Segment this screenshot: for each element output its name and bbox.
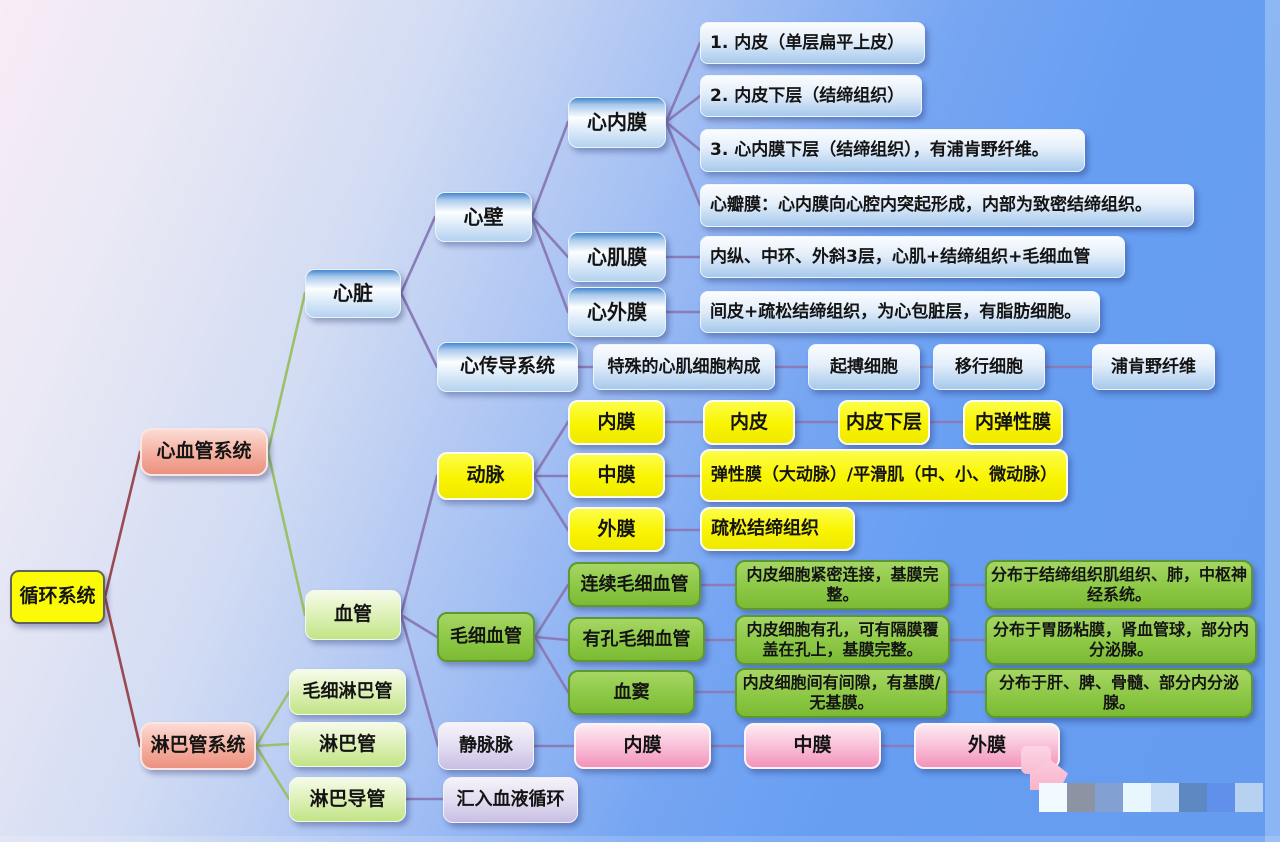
desc-artery-media: 弹性膜（大动脉）/平滑肌（中、小、微动脉） bbox=[700, 449, 1068, 502]
dist-fenestrated-capillary: 分布于胃肠粘膜，肾血管球，部分内分泌腺。 bbox=[985, 615, 1257, 665]
desc-sinusoid: 内皮细胞间有间隙，有基膜/无基膜。 bbox=[735, 668, 948, 718]
desc-endothelium: 1. 内皮（单层扁平上皮） bbox=[700, 22, 925, 64]
node-blood-vessels: 血管 bbox=[305, 590, 401, 640]
node-artery-adventitia: 外膜 bbox=[568, 507, 665, 552]
node-endothelium: 内皮 bbox=[703, 400, 795, 445]
node-lymphatic-capillary: 毛细淋巴管 bbox=[289, 669, 406, 715]
node-subendothelial-layer: 内皮下层 bbox=[838, 400, 930, 445]
node-transitional-cells: 移行细胞 bbox=[933, 344, 1045, 390]
node-lymphatic-vessel: 淋巴管 bbox=[289, 722, 406, 767]
node-capillary: 毛细血管 bbox=[437, 612, 535, 662]
node-epicardium: 心外膜 bbox=[568, 287, 666, 337]
mosaic-cell bbox=[1207, 783, 1235, 812]
node-vein-media: 中膜 bbox=[744, 723, 881, 769]
desc-conduction-composition: 特殊的心肌细胞构成 bbox=[593, 344, 775, 390]
desc-myocardium: 内纵、中环、外斜3层，心肌+结缔组织+毛细血管 bbox=[700, 236, 1125, 278]
dist-continuous-capillary: 分布于结缔组织肌组织、肺，中枢神经系统。 bbox=[985, 560, 1253, 610]
node-conduction-system: 心传导系统 bbox=[437, 342, 578, 392]
node-sinusoid: 血窦 bbox=[568, 670, 695, 715]
desc-fenestrated-capillary: 内皮细胞有孔，可有隔膜覆盖在孔上，基膜完整。 bbox=[735, 615, 950, 665]
mosaic-cell bbox=[1151, 783, 1179, 812]
node-myocardium: 心肌膜 bbox=[568, 232, 666, 282]
node-heart: 心脏 bbox=[305, 269, 401, 318]
desc-epicardium: 间皮+疏松结缔组织，为心包脏层，有脂肪细胞。 bbox=[700, 291, 1100, 333]
node-heart-wall: 心壁 bbox=[435, 192, 532, 242]
desc-heart-valve: 心瓣膜：心内膜向心腔内突起形成，内部为致密结缔组织。 bbox=[700, 184, 1194, 227]
desc-lymphatic-duct: 汇入血液循环 bbox=[443, 777, 578, 823]
node-circulatory-system: 循环系统 bbox=[10, 570, 105, 624]
node-vein: 静脉脉 bbox=[438, 722, 534, 770]
mosaic-cell bbox=[1095, 783, 1123, 812]
node-internal-elastic-membrane: 内弹性膜 bbox=[963, 400, 1063, 445]
node-pacemaker-cells: 起搏细胞 bbox=[808, 344, 920, 390]
mosaic-cell bbox=[1123, 783, 1151, 812]
dist-sinusoid: 分布于肝、脾、骨髓、部分内分泌腺。 bbox=[985, 668, 1253, 718]
node-endocardium: 心内膜 bbox=[568, 97, 666, 148]
node-lymphatic-duct: 淋巴导管 bbox=[289, 777, 406, 822]
desc-artery-adventitia: 疏松结缔组织 bbox=[700, 507, 855, 551]
node-cardiovascular-system: 心血管系统 bbox=[140, 428, 268, 476]
node-vein-intima: 内膜 bbox=[574, 723, 711, 769]
node-continuous-capillary: 连续毛细血管 bbox=[568, 562, 701, 607]
node-fenestrated-capillary: 有孔毛细血管 bbox=[568, 617, 705, 662]
watermark-mosaic bbox=[1039, 783, 1263, 812]
background-right-strip bbox=[1265, 0, 1280, 842]
desc-subendocardial-layer: 3. 心内膜下层（结缔组织），有浦肯野纤维。 bbox=[700, 129, 1085, 172]
mosaic-cell bbox=[1039, 783, 1067, 812]
node-purkinje-fibers: 浦肯野纤维 bbox=[1092, 344, 1215, 390]
background-bottom-strip bbox=[0, 836, 1280, 842]
mosaic-cell bbox=[1235, 783, 1263, 812]
node-artery-media: 中膜 bbox=[568, 453, 665, 498]
node-artery-intima: 内膜 bbox=[568, 400, 665, 445]
mosaic-cell bbox=[1067, 783, 1095, 812]
desc-continuous-capillary: 内皮细胞紧密连接，基膜完整。 bbox=[735, 560, 950, 610]
node-artery: 动脉 bbox=[437, 452, 534, 500]
desc-subendothelial-layer: 2. 内皮下层（结缔组织） bbox=[700, 75, 922, 117]
mosaic-cell bbox=[1179, 783, 1207, 812]
node-lymphatic-system: 淋巴管系统 bbox=[140, 722, 256, 770]
